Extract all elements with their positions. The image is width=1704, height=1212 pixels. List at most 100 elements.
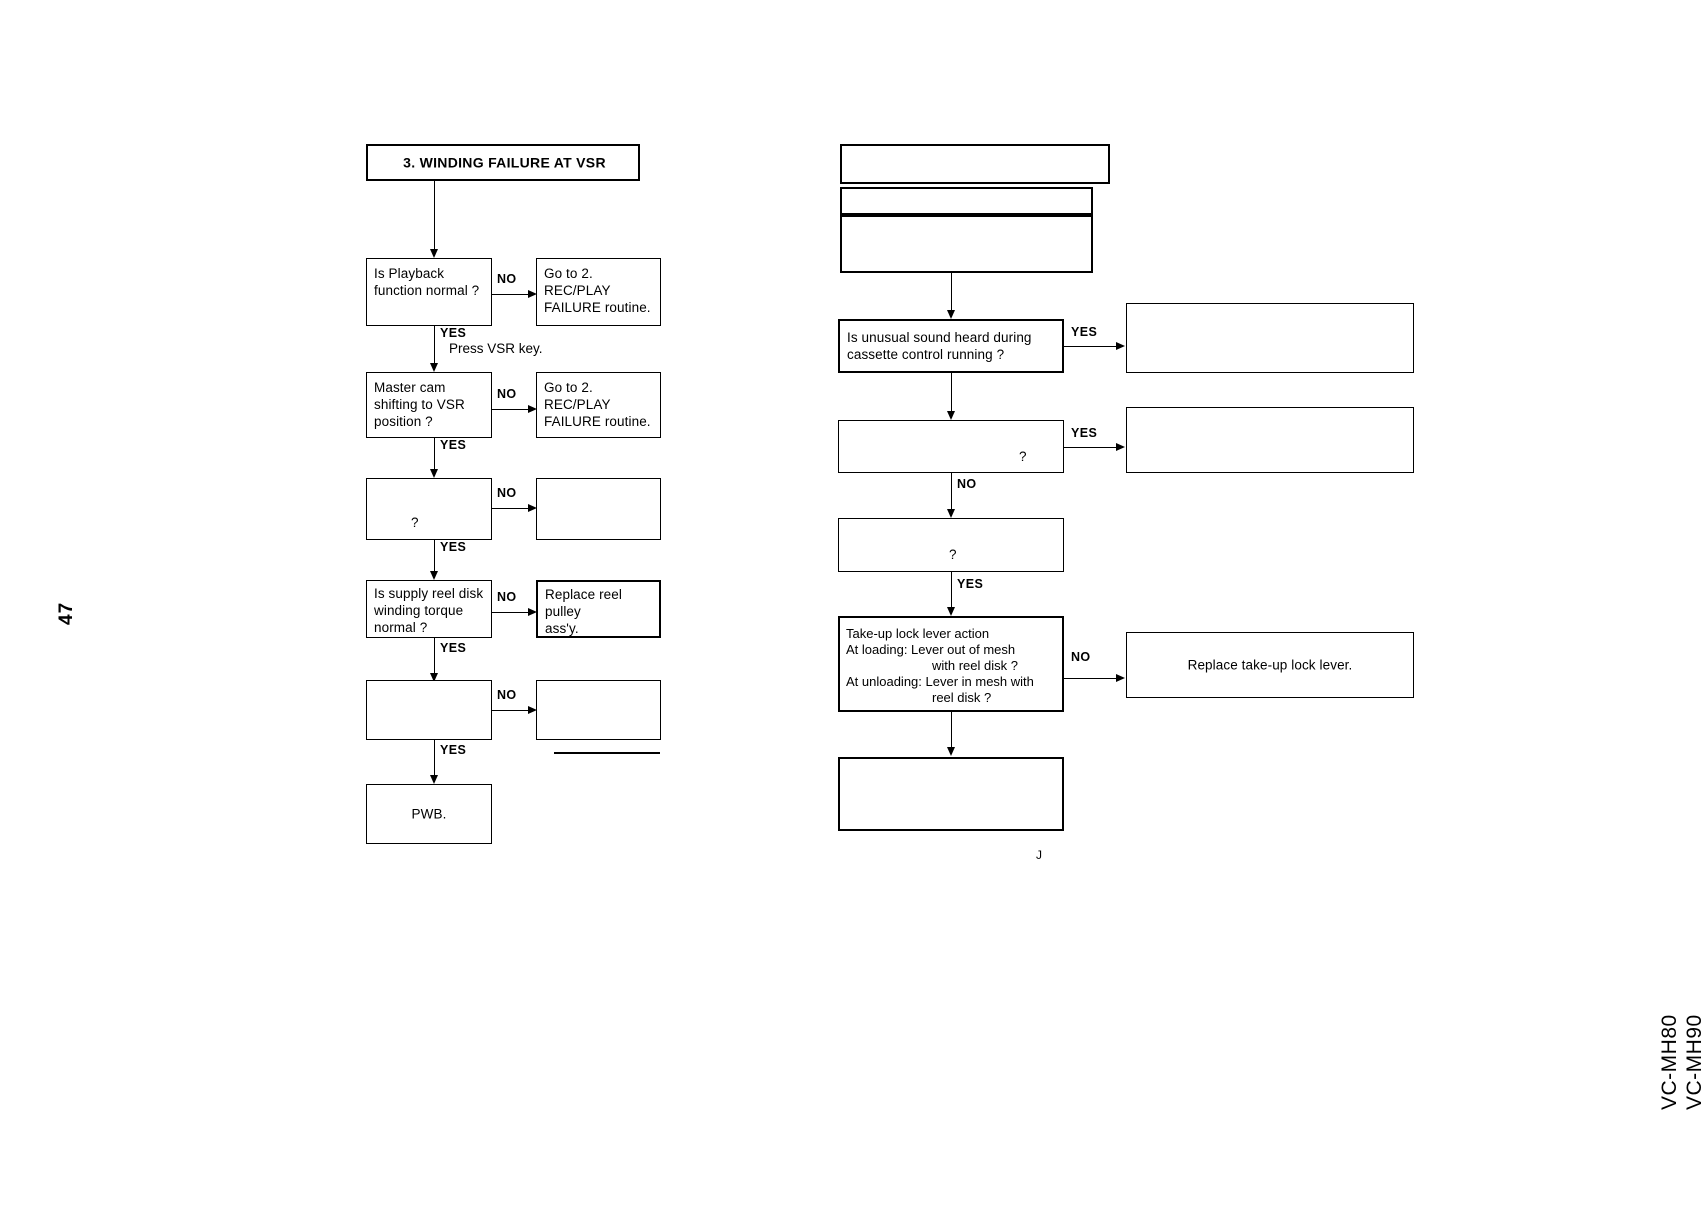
right-header-box-1	[840, 144, 1110, 184]
action-replace-take-up-lock-lever: Replace take-up lock lever.	[1126, 632, 1414, 698]
connector-master-cam-no	[492, 409, 535, 410]
decision-unknown-1-text: ?	[411, 515, 419, 530]
arrow-unusual-sound-down	[947, 411, 955, 420]
arrow-unknown-4-yes	[947, 607, 955, 616]
decision-unknown-2	[366, 680, 492, 740]
action-goto-recplay-1: Go to 2. REC/PLAY FAILURE routine.	[536, 258, 661, 326]
label-master-cam-no: NO	[497, 387, 517, 401]
right-header-box-2	[840, 187, 1093, 215]
arrow-unknown-1-no	[528, 504, 537, 512]
arrow-header-to-unusual-sound	[947, 310, 955, 319]
arrow-playback-no	[528, 290, 537, 298]
decision-unknown-1: ?	[366, 478, 492, 540]
label-unknown-3-yes: YES	[1071, 426, 1098, 440]
label-unknown-1-no: NO	[497, 486, 517, 500]
decision-unknown-4-text: ?	[949, 547, 957, 562]
lever-line-4: At unloading: Lever in mesh with	[846, 674, 1034, 689]
arrow-unusual-sound-yes	[1116, 342, 1125, 350]
action-unknown-1	[536, 478, 661, 540]
decision-unknown-3: ?	[838, 420, 1064, 473]
model-label-2: VC-MH90	[1683, 1014, 1704, 1110]
arrow-lever-down	[947, 747, 955, 756]
connector-unknown-3-yes	[1064, 447, 1123, 448]
label-supply-reel-yes: YES	[440, 641, 467, 655]
connector-unknown-2-no	[492, 710, 535, 711]
connector-unknown-1-no	[492, 508, 535, 509]
arrow-playback-yes	[430, 363, 438, 372]
action-replace-reel-pulley: Replace reel pulley ass'y.	[536, 580, 661, 638]
connector-header-to-unusual-sound	[951, 273, 952, 317]
label-unknown-2-no: NO	[497, 688, 517, 702]
action-unusual-sound	[1126, 303, 1414, 373]
arrow-unknown-3-yes	[1116, 443, 1125, 451]
arrow-unknown-1-yes	[430, 571, 438, 580]
decision-supply-reel-torque: Is supply reel disk winding torque norma…	[366, 580, 492, 638]
connector-supply-reel-yes	[434, 638, 435, 680]
stray-mark: J	[1036, 848, 1042, 862]
label-unusual-sound-yes: YES	[1071, 325, 1098, 339]
connector-unusual-sound-down	[951, 373, 952, 418]
arrow-unknown-2-no	[528, 706, 537, 714]
action-goto-recplay-2-text: Go to 2. REC/PLAY FAILURE routine.	[544, 380, 651, 429]
decision-supply-reel-torque-text: Is supply reel disk winding torque norma…	[374, 586, 484, 635]
connector-playback-no	[492, 294, 535, 295]
note-press-vsr-key: Press VSR key.	[449, 341, 543, 356]
label-unknown-3-no: NO	[957, 477, 977, 491]
terminal-pwb: PWB.	[366, 784, 492, 844]
label-unknown-2-yes: YES	[440, 743, 467, 757]
decision-unknown-4: ?	[838, 518, 1064, 572]
model-label-1: VC-MH80	[1658, 1014, 1681, 1110]
arrow-master-cam-no	[528, 405, 537, 413]
label-unknown-1-yes: YES	[440, 540, 467, 554]
decision-master-cam: Master cam shifting to VSR position ?	[366, 372, 492, 438]
right-header-box-3	[840, 215, 1093, 273]
label-lever-no: NO	[1071, 650, 1091, 664]
arrow-lever-no	[1116, 674, 1125, 682]
arrow-unknown-3-no	[947, 509, 955, 518]
left-flow-title: 3. WINDING FAILURE AT VSR	[403, 154, 606, 170]
decision-unusual-sound-text: Is unusual sound heard during cassette c…	[847, 330, 1032, 362]
left-column-rule	[554, 752, 660, 754]
connector-lever-no	[1064, 678, 1123, 679]
action-unknown-2	[536, 680, 661, 740]
connector-title-to-playback	[434, 181, 435, 256]
connector-master-cam-yes	[434, 438, 435, 476]
lever-line-5: reel disk ?	[932, 690, 992, 705]
action-goto-recplay-1-text: Go to 2. REC/PLAY FAILURE routine.	[544, 266, 651, 315]
label-playback-yes: YES	[440, 326, 467, 340]
action-unknown-3	[1126, 407, 1414, 473]
connector-supply-reel-no	[492, 612, 535, 613]
lever-line-2: At loading: Lever out of mesh	[846, 642, 1016, 657]
decision-playback-normal-text: Is Playback function normal ?	[374, 266, 480, 298]
page-number: 47	[56, 601, 77, 625]
lever-line-1: Take-up lock lever action	[846, 626, 990, 641]
connector-lever-down	[951, 712, 952, 754]
lever-line-3: with reel disk ?	[932, 658, 1018, 673]
left-flow-title-box: 3. WINDING FAILURE AT VSR	[366, 144, 640, 181]
action-replace-reel-pulley-text: Replace reel pulley ass'y.	[545, 587, 622, 636]
label-master-cam-yes: YES	[440, 438, 467, 452]
connector-playback-yes	[434, 326, 435, 370]
decision-master-cam-text: Master cam shifting to VSR position ?	[374, 380, 465, 429]
action-replace-take-up-lock-lever-text: Replace take-up lock lever.	[1187, 657, 1353, 673]
connector-unknown-2-yes	[434, 740, 435, 782]
decision-unusual-sound: Is unusual sound heard during cassette c…	[838, 319, 1064, 373]
connector-unknown-4-yes	[951, 572, 952, 614]
label-playback-no: NO	[497, 272, 517, 286]
decision-playback-normal: Is Playback function normal ?	[366, 258, 492, 326]
decision-take-up-lock-lever: Take-up lock lever action At loading: Le…	[838, 616, 1064, 712]
connector-unknown-1-yes	[434, 540, 435, 578]
arrow-supply-reel-yes	[430, 673, 438, 682]
decision-unknown-3-text: ?	[1019, 449, 1027, 464]
arrow-master-cam-yes	[430, 469, 438, 478]
connector-unusual-sound-yes	[1064, 346, 1123, 347]
arrow-title-to-playback	[430, 249, 438, 258]
label-unknown-4-yes: YES	[957, 577, 984, 591]
connector-unknown-3-no	[951, 473, 952, 516]
arrow-unknown-2-yes	[430, 775, 438, 784]
right-terminal-box	[838, 757, 1064, 831]
decision-take-up-lock-lever-text: Take-up lock lever action At loading: Le…	[846, 626, 1059, 706]
label-supply-reel-no: NO	[497, 590, 517, 604]
action-goto-recplay-2: Go to 2. REC/PLAY FAILURE routine.	[536, 372, 661, 438]
